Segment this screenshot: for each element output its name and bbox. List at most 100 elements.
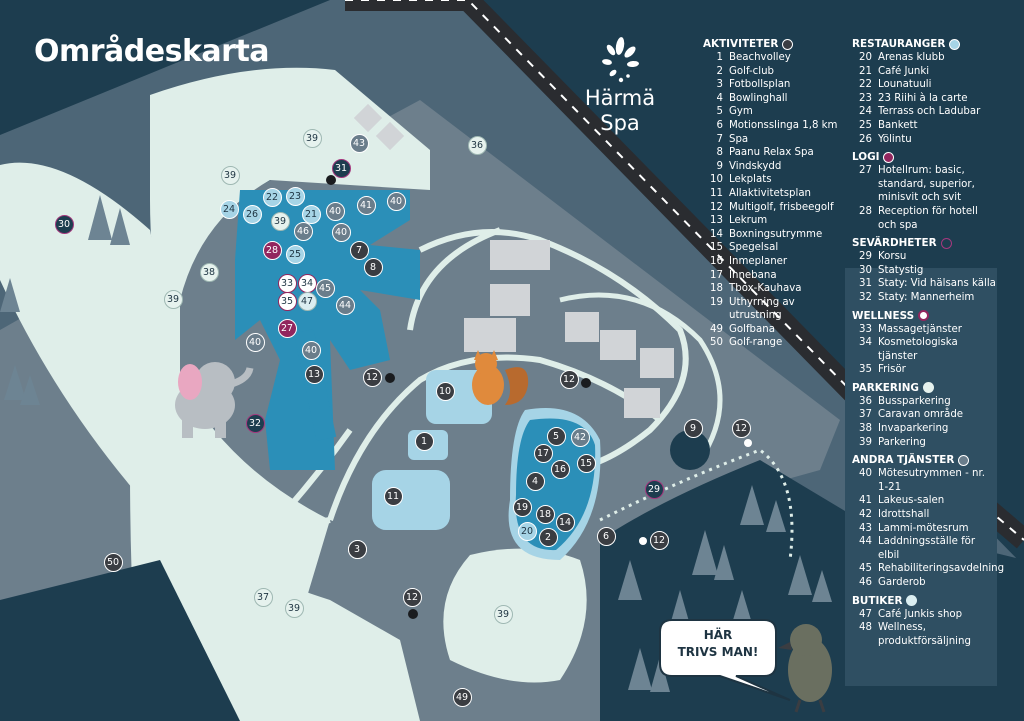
map-marker-6[interactable]: 6 [596,526,616,546]
map-marker-27[interactable]: 27 [277,318,297,338]
map-marker-47[interactable]: 47 [297,291,317,311]
services-dot-icon [958,454,970,466]
legend-item-number: 20 [859,52,872,63]
legend-item-number: 26 [859,133,872,145]
map-marker-40[interactable]: 40 [386,191,406,211]
map-marker-40[interactable]: 40 [331,222,351,242]
map-marker-31[interactable]: 31 [331,158,351,178]
map-marker-11[interactable]: 11 [383,486,403,506]
legend-heading-aktiviteter: AKTIVITETER [703,37,843,51]
parking-dot-icon [922,382,934,394]
map-marker-49[interactable]: 49 [452,687,472,707]
map-marker-40[interactable]: 40 [245,332,265,352]
legend-heading-andra: ANDRA TJÄNSTER [852,453,998,467]
map-marker-37[interactable]: 37 [253,587,273,607]
map-marker-3[interactable]: 3 [347,539,367,559]
map-marker-28[interactable]: 28 [262,240,282,260]
legend-item-number: 41 [859,495,872,507]
legend-item-label: Staty: Vid hälsans källa [878,278,996,290]
legend-item-label: Bankett [878,119,918,131]
sights-dot-icon [940,237,952,249]
map-marker-41[interactable]: 41 [356,195,376,215]
map-marker-16[interactable]: 16 [550,459,570,479]
waypoint-dots [639,439,752,545]
map-marker-8[interactable]: 8 [363,257,383,277]
map-marker-7[interactable]: 7 [349,240,369,260]
map-marker-14[interactable]: 14 [555,512,575,532]
legend-item-label: Lekrum [729,215,768,227]
legend-item-label: Kosmetologiska tjänster [878,337,958,362]
legend-item-number: 35 [859,364,872,376]
map-marker-18[interactable]: 18 [535,504,555,524]
legend-item-label: Golfbana [729,323,775,335]
legend-item-number: 47 [859,608,872,620]
map-marker-43[interactable]: 43 [349,133,369,153]
map-marker-46[interactable]: 46 [293,221,313,241]
legend-item-number: 40 [859,468,872,480]
map-marker-39[interactable]: 39 [284,598,304,618]
map-marker-39[interactable]: 39 [163,289,183,309]
map-marker-13[interactable]: 13 [304,364,324,384]
map-marker-22[interactable]: 22 [262,187,282,207]
map-marker-12[interactable]: 12 [362,367,382,387]
map-marker-40[interactable]: 40 [301,340,321,360]
legend-item-label: Vindskydd [729,160,782,172]
map-marker-15[interactable]: 15 [576,453,596,473]
map-marker-30[interactable]: 30 [54,214,74,234]
legend-item-number: 18 [710,283,723,295]
lodging-dot-icon [883,151,895,163]
map-marker-50[interactable]: 50 [103,552,123,572]
map-marker-12[interactable]: 12 [559,369,579,389]
map-marker-26[interactable]: 26 [242,204,262,224]
map-marker-23[interactable]: 23 [285,186,305,206]
map-marker-1[interactable]: 1 [414,431,434,451]
map-marker-35[interactable]: 35 [277,291,297,311]
legend-item-number: 16 [710,255,723,267]
map-marker-39[interactable]: 39 [493,604,513,624]
map-marker-39[interactable]: 39 [302,128,322,148]
map-marker-21[interactable]: 21 [301,204,321,224]
map-marker-5[interactable]: 5 [546,426,566,446]
legend-item-label: Lounatuuli [878,79,932,91]
map-marker-9[interactable]: 9 [683,418,703,438]
map-marker-4[interactable]: 4 [525,471,545,491]
map-marker-42[interactable]: 42 [570,427,590,447]
map-marker-25[interactable]: 25 [285,244,305,264]
map-marker-38[interactable]: 38 [199,262,219,282]
legend-item-label: Bowlinghall [729,92,788,104]
legend-item-label: Spegelsal [729,242,779,254]
map-marker-24[interactable]: 24 [219,199,239,219]
map-marker-19[interactable]: 19 [512,497,532,517]
map-marker-39[interactable]: 39 [220,165,240,185]
map-marker-45[interactable]: 45 [315,278,335,298]
map-marker-17[interactable]: 17 [533,443,553,463]
map-marker-34[interactable]: 34 [297,273,317,293]
map-marker-40[interactable]: 40 [325,201,345,221]
map-marker-29[interactable]: 29 [644,479,664,499]
legend-heading-wellness: WELLNESS [852,309,998,323]
map-marker-39[interactable]: 39 [270,211,290,231]
legend-item-label: Mötesutrymmen - nr. 1-21 [878,468,985,493]
map-marker-44[interactable]: 44 [335,295,355,315]
map-marker-33[interactable]: 33 [277,273,297,293]
map-marker-12[interactable]: 12 [402,587,422,607]
legend-item-number: 21 [859,65,872,77]
map-marker-2[interactable]: 2 [538,527,558,547]
map-marker-32[interactable]: 32 [245,413,265,433]
legend-item-label: Golf-range [729,337,783,349]
map-marker-12[interactable]: 12 [649,530,669,550]
map-marker-12[interactable]: 12 [731,418,751,438]
map-marker-20[interactable]: 20 [517,521,537,541]
map-marker-10[interactable]: 10 [435,381,455,401]
map-marker-36[interactable]: 36 [467,135,487,155]
legend-item-label: Fotbollsplan [729,79,791,91]
path-loop [418,229,689,473]
